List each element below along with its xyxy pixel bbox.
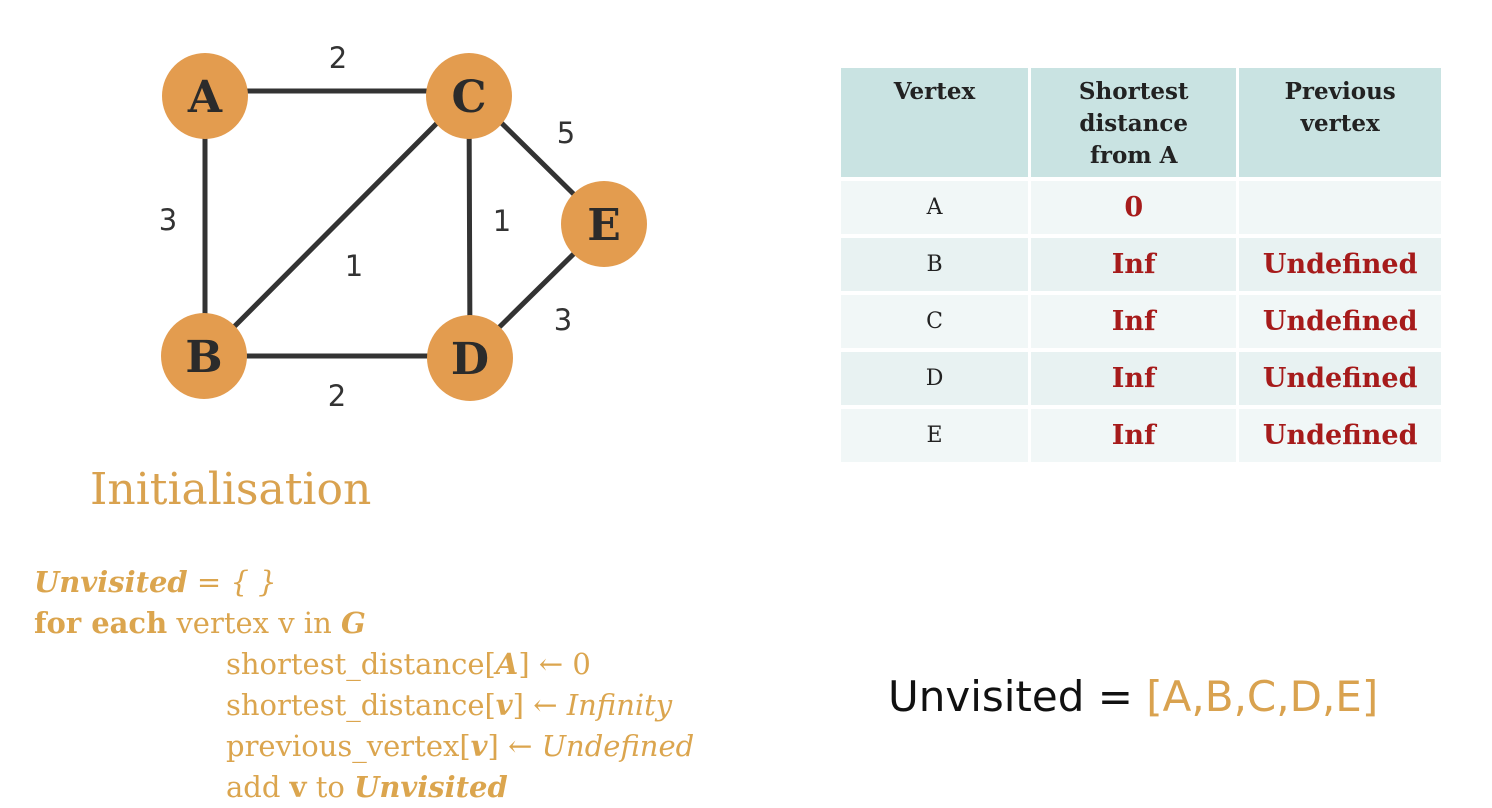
- cell-distance: 0: [1031, 181, 1237, 234]
- table-row: D Inf Undefined: [841, 352, 1441, 405]
- node-b-label: B: [185, 332, 222, 383]
- code-var: v: [470, 729, 488, 763]
- code-text: shortest_distance[: [226, 647, 496, 681]
- code-value: Infinity: [566, 688, 673, 722]
- code-var: v: [495, 688, 513, 722]
- node-c: C: [426, 53, 512, 139]
- cell-vertex: C: [841, 295, 1029, 348]
- cell-vertex: B: [841, 238, 1029, 291]
- node-a-label: A: [187, 72, 223, 123]
- edge-weight-d-e: 3: [554, 303, 572, 337]
- code-text: = { }: [187, 565, 277, 599]
- code-line-4: shortest_distance[v] ← Infinity: [34, 685, 694, 726]
- cell-distance: Inf: [1031, 238, 1237, 291]
- code-text: shortest_distance[: [226, 688, 496, 722]
- header-previous-vertex: Previous vertex: [1239, 68, 1441, 177]
- cell-previous: Undefined: [1239, 238, 1441, 291]
- cell-distance: Inf: [1031, 409, 1237, 462]
- node-e: E: [561, 181, 647, 267]
- code-text: ] ←: [512, 688, 567, 722]
- code-text: ] ← 0: [518, 647, 591, 681]
- cell-previous: Undefined: [1239, 352, 1441, 405]
- code-graph-name: G: [340, 606, 366, 640]
- edge-weight-a-b: 3: [159, 203, 177, 237]
- cell-previous: [1239, 181, 1441, 234]
- cell-previous: Undefined: [1239, 295, 1441, 348]
- graph-diagram: 2 3 1 1 5 2 3 A B C D E: [159, 41, 647, 413]
- cell-distance: Inf: [1031, 352, 1237, 405]
- code-text: add: [226, 770, 290, 804]
- unvisited-label: Unvisited =: [888, 672, 1147, 721]
- edge-weight-b-d: 2: [328, 379, 346, 413]
- cell-vertex: A: [841, 181, 1029, 234]
- distance-table: Vertex Shortest distance from A Previous…: [838, 64, 1444, 466]
- section-title: Initialisation: [90, 464, 372, 515]
- code-line-6: add v to Unvisited: [34, 767, 694, 808]
- header-vertex: Vertex: [841, 68, 1029, 177]
- node-d-label: D: [451, 334, 489, 385]
- node-c-label: C: [451, 72, 486, 123]
- header-previous-vertex-text: Previous vertex: [1284, 78, 1396, 137]
- table-row: C Inf Undefined: [841, 295, 1441, 348]
- header-shortest-distance-text: Shortest distance from A: [1078, 78, 1189, 169]
- node-e-label: E: [587, 200, 621, 251]
- edge-weight-b-c: 1: [345, 249, 363, 283]
- table-row: A 0: [841, 181, 1441, 234]
- code-text: ] ←: [487, 729, 542, 763]
- code-value: Undefined: [541, 729, 695, 763]
- unvisited-value: [A,B,C,D,E]: [1146, 672, 1379, 721]
- node-a: A: [162, 53, 248, 139]
- code-keyword: for each: [34, 606, 168, 640]
- cell-vertex: D: [841, 352, 1029, 405]
- node-d: D: [427, 315, 513, 401]
- table-row: E Inf Undefined: [841, 409, 1441, 462]
- cell-distance: Inf: [1031, 295, 1237, 348]
- unvisited-set: Unvisited = [A,B,C,D,E]: [888, 672, 1378, 721]
- code-var: v: [289, 770, 307, 804]
- node-b: B: [161, 313, 247, 399]
- code-set-name: Unvisited: [34, 565, 188, 599]
- pseudocode-block: Unvisited = { } for each vertex v in G s…: [34, 562, 694, 808]
- edge-weight-c-d: 1: [493, 204, 511, 238]
- table-row: B Inf Undefined: [841, 238, 1441, 291]
- code-set-name: Unvisited: [354, 770, 508, 804]
- header-shortest-distance: Shortest distance from A: [1031, 68, 1237, 177]
- code-text: previous_vertex[: [226, 729, 471, 763]
- table-header-row: Vertex Shortest distance from A Previous…: [841, 68, 1441, 177]
- code-line-2: for each vertex v in G: [34, 603, 694, 644]
- edge-weight-c-e: 5: [557, 116, 575, 150]
- cell-previous: Undefined: [1239, 409, 1441, 462]
- code-line-5: previous_vertex[v] ← Undefined: [34, 726, 694, 767]
- edge-weight-a-c: 2: [329, 41, 347, 75]
- edge-b-c: [202, 88, 472, 359]
- code-line-3: shortest_distance[A] ← 0: [34, 644, 694, 685]
- code-line-1: Unvisited = { }: [34, 562, 694, 603]
- code-text: to: [306, 770, 355, 804]
- code-text: vertex v in: [167, 606, 341, 640]
- code-var: A: [495, 647, 519, 681]
- cell-vertex: E: [841, 409, 1029, 462]
